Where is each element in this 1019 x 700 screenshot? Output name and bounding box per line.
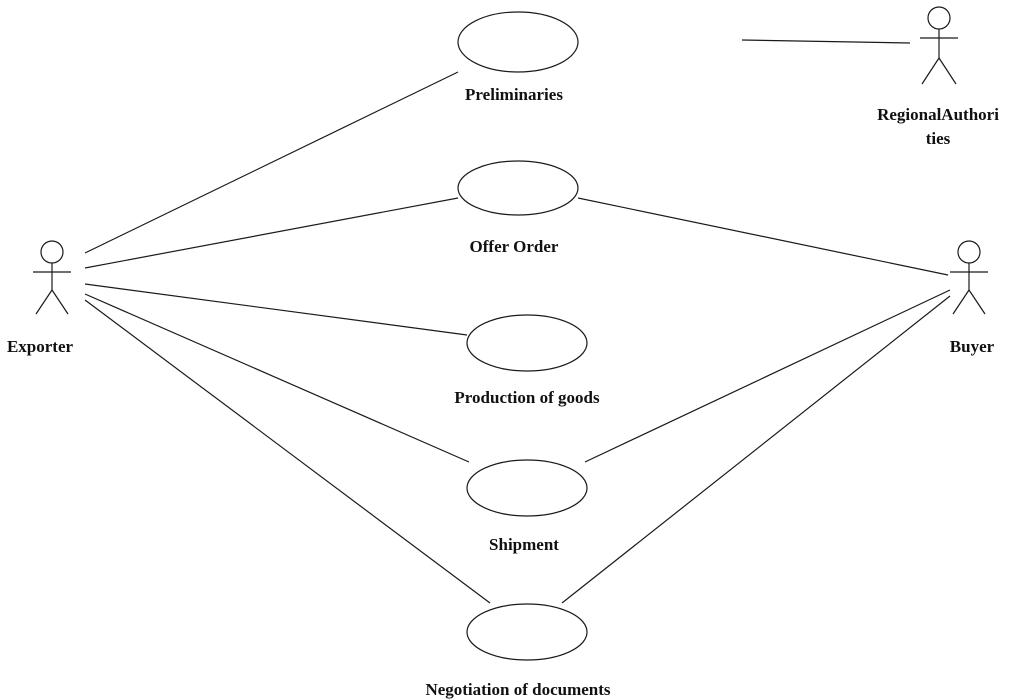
associations: [84, 39, 951, 604]
use-case-offer-order: [457, 160, 579, 216]
label-regional-authorities-line1: RegionalAuthori: [877, 105, 999, 124]
label-offer-order: Offer Order: [470, 237, 559, 256]
labels: Preliminaries Offer Order Production of …: [7, 85, 999, 699]
actor-buyer-leg-left: [952, 289, 970, 315]
association-exporter-preliminaries: [84, 71, 459, 254]
label-production-of-goods: Production of goods: [454, 388, 600, 407]
label-negotiation-of-documents: Negotiation of documents: [425, 680, 610, 699]
actor-regional-leg-right: [938, 57, 957, 85]
label-preliminaries: Preliminaries: [465, 85, 563, 104]
actor-exporter-leg-left: [35, 289, 53, 315]
actor-buyer: [950, 240, 988, 315]
label-exporter: Exporter: [7, 337, 74, 356]
association-buyer-offer-order: [577, 197, 949, 276]
actor-regional-leg-left: [921, 57, 940, 85]
association-buyer-negotiation: [561, 295, 951, 604]
actor-exporter-leg-right: [51, 289, 69, 315]
association-exporter-production: [84, 283, 468, 336]
actor-regional-authorities: [920, 6, 958, 85]
actor-exporter-head: [40, 240, 64, 264]
label-regional-authorities-line2: ties: [926, 129, 951, 148]
actor-buyer-head: [957, 240, 981, 264]
label-shipment: Shipment: [489, 535, 559, 554]
actor-regional-head: [927, 6, 951, 30]
actor-exporter: [33, 240, 71, 315]
use-case-production-of-goods: [466, 314, 588, 372]
label-buyer: Buyer: [950, 337, 995, 356]
association-regional-authorities: [741, 39, 911, 44]
use-case-negotiation-of-documents: [466, 603, 588, 661]
use-case-preliminaries: [457, 11, 579, 73]
association-buyer-shipment: [584, 289, 951, 463]
actor-buyer-leg-right: [968, 289, 986, 315]
use-case-shipment: [466, 459, 588, 517]
association-exporter-offer-order: [84, 197, 459, 269]
association-exporter-negotiation: [84, 299, 491, 604]
association-exporter-shipment: [84, 293, 470, 463]
use-cases: [457, 11, 588, 661]
